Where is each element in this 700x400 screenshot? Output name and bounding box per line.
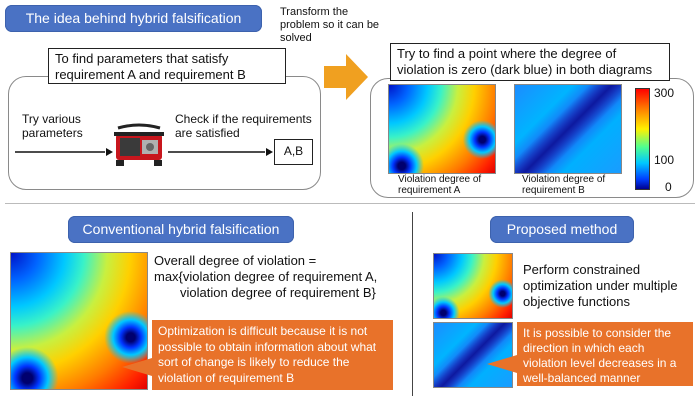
process-panel	[8, 76, 321, 190]
check-requirements-label: Check if the requirements are satisfied	[175, 112, 312, 140]
proposed-text: Perform constrained optimization under m…	[523, 262, 678, 309]
colorbar-tick-0: 0	[665, 180, 672, 194]
try-parameters-label: Try various parameters	[22, 112, 83, 140]
top-title: The idea behind hybrid falsification	[5, 5, 262, 32]
heatmap-requirement-a	[388, 84, 496, 174]
transform-arrow-icon	[324, 54, 368, 100]
conventional-callout-pointer	[122, 358, 152, 376]
caption-requirement-b: Violation degree of requirement B	[522, 174, 606, 196]
proposed-callout-pointer	[487, 355, 517, 373]
colorbar-tick-300: 300	[654, 86, 675, 100]
transform-label: Transform the problem so it can be solve…	[280, 6, 380, 44]
requirements-result-box: A,B	[274, 139, 313, 165]
heatmap-requirement-b	[514, 84, 622, 174]
colorbar	[635, 88, 650, 190]
caption-requirement-a: Violation degree of requirement A	[398, 174, 482, 196]
goal-box: Try to find a point where the degree of …	[390, 43, 670, 81]
formula-line-3: violation degree of requirement B}	[180, 285, 376, 300]
generator-icon	[114, 123, 164, 166]
formula-line-2: max{violation degree of requirement A,	[154, 269, 378, 284]
horizontal-divider	[5, 203, 695, 204]
proposed-callout: It is possible to consider the direction…	[517, 322, 693, 386]
colorbar-tick-100: 100	[654, 153, 675, 167]
conventional-title: Conventional hybrid falsification	[68, 216, 294, 243]
process-arrows	[15, 148, 273, 156]
proposed-title: Proposed method	[490, 216, 634, 243]
violation-formula: Overall degree of violation = max{violat…	[154, 253, 404, 301]
proposed-heatmap-a	[433, 253, 513, 319]
formula-line-1: Overall degree of violation =	[154, 253, 317, 268]
find-parameters-box: To find parameters that satisfy requirem…	[48, 48, 286, 84]
conventional-callout: Optimization is difficult because it is …	[152, 320, 393, 390]
vertical-divider	[412, 212, 413, 396]
